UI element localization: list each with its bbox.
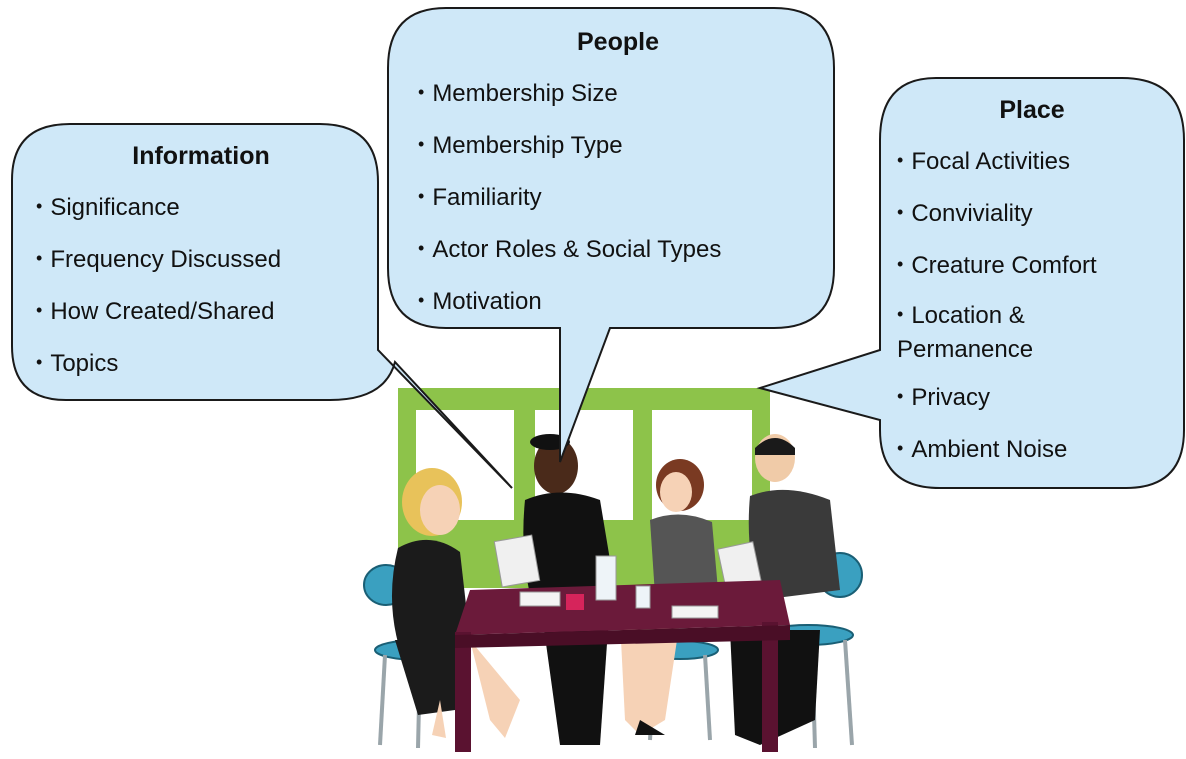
bullet-icon: • bbox=[897, 438, 904, 458]
people-title: People bbox=[577, 28, 659, 56]
bullet-icon: • bbox=[418, 238, 425, 258]
bullet-icon: • bbox=[897, 386, 904, 406]
bullet-icon: • bbox=[36, 300, 43, 320]
place-group: Place •Focal Activities •Conviviality •C… bbox=[897, 96, 1167, 475]
table bbox=[455, 555, 790, 752]
meeting-illustration bbox=[363, 388, 863, 752]
people-bubble-shape bbox=[387, 7, 835, 463]
person-woman-blonde bbox=[391, 468, 520, 738]
bullet-icon: • bbox=[897, 304, 904, 324]
information-title: Information bbox=[132, 142, 270, 170]
place-title: Place bbox=[999, 96, 1065, 124]
place-bubble bbox=[756, 77, 1185, 489]
information-group: Information •Significance •Frequency Dis… bbox=[36, 142, 366, 389]
list-item: •Actor Roles & Social Types bbox=[418, 236, 722, 263]
list-item: •Membership Type bbox=[418, 132, 623, 159]
information-bubble-shape bbox=[11, 123, 513, 489]
information-list: •Significance •Frequency Discussed •How … bbox=[36, 181, 366, 389]
list-item: •Topics bbox=[36, 350, 119, 377]
list-item: •Location & Permanence bbox=[897, 302, 1034, 363]
place-list: •Focal Activities •Conviviality •Creatur… bbox=[897, 135, 1167, 475]
bullet-icon: • bbox=[36, 352, 43, 372]
place-bubble-shape bbox=[756, 77, 1185, 489]
bullet-icon: • bbox=[36, 196, 43, 216]
bullet-icon: • bbox=[897, 202, 904, 222]
bullet-icon: • bbox=[418, 186, 425, 206]
list-item: •Motivation bbox=[418, 288, 542, 315]
bullet-icon: • bbox=[897, 150, 904, 170]
bullet-icon: • bbox=[418, 134, 425, 154]
list-item: •How Created/Shared bbox=[36, 298, 275, 325]
bullet-icon: • bbox=[36, 248, 43, 268]
people-group: People •Membership Size •Membership Type… bbox=[418, 28, 818, 327]
list-item: •Significance bbox=[36, 194, 180, 221]
list-item: •Membership Size bbox=[418, 80, 618, 107]
bullet-icon: • bbox=[897, 254, 904, 274]
list-item: •Familiarity bbox=[418, 184, 542, 211]
bullet-icon: • bbox=[418, 82, 425, 102]
information-bubble bbox=[11, 123, 513, 489]
list-item: •Frequency Discussed bbox=[36, 246, 282, 273]
list-item: •Focal Activities bbox=[897, 148, 1071, 175]
list-item: •Privacy bbox=[897, 384, 990, 411]
bullet-icon: • bbox=[418, 290, 425, 310]
list-item: •Ambient Noise bbox=[897, 436, 1068, 463]
person-woman-redhair bbox=[620, 459, 718, 735]
people-bubble bbox=[387, 7, 835, 463]
list-item: •Conviviality bbox=[897, 200, 1033, 227]
people-list: •Membership Size •Membership Type •Famil… bbox=[418, 67, 818, 327]
list-item: •Creature Comfort bbox=[897, 252, 1097, 279]
